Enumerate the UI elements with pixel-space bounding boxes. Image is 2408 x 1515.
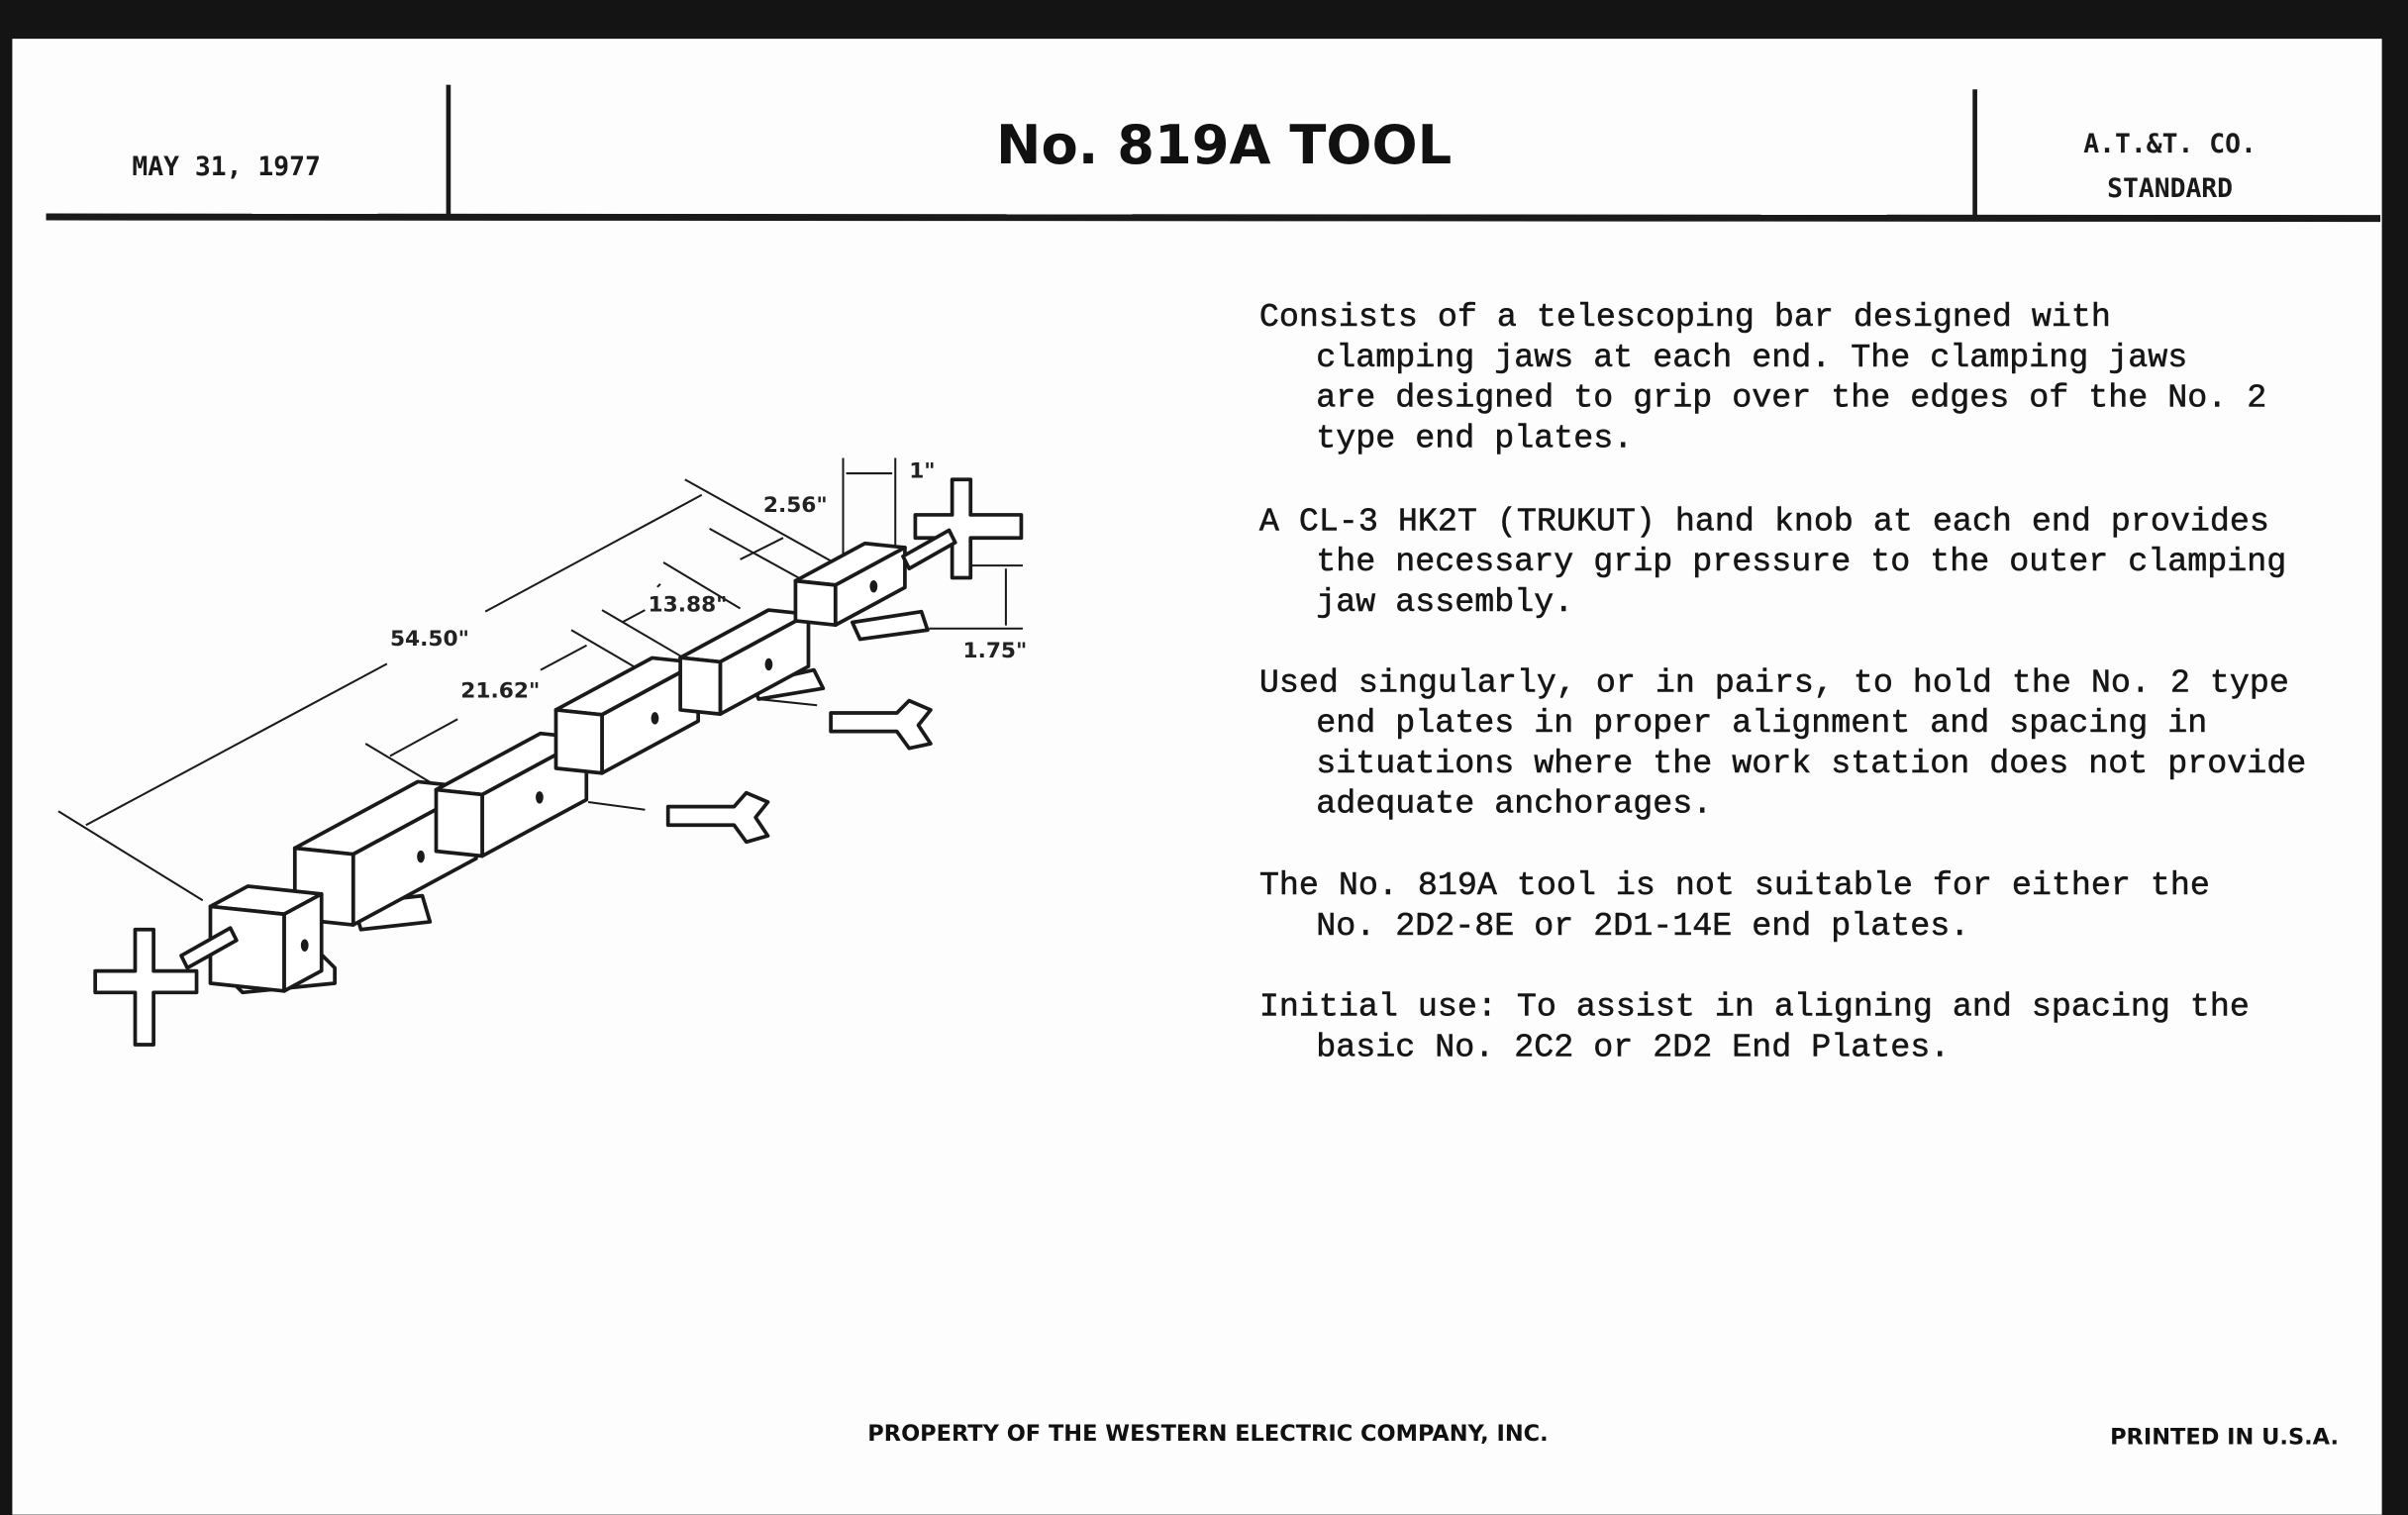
clamp-jaw-right-front: [793, 578, 838, 628]
printed-notice: PRINTED IN U.S.A.: [2110, 1424, 2339, 1450]
pin-hole: [651, 712, 659, 725]
paragraph-line: the necessary grip pressure to the outer…: [1316, 544, 2286, 581]
paragraph-line: adequate anchorages.: [1316, 786, 1712, 824]
bar-segment-front: [434, 787, 484, 858]
tool-illustration: 54.50" 21.62" 13.88" 2.56" 1" 1.75": [57, 457, 1027, 1047]
paragraph-line: jaw assembly.: [1316, 584, 1573, 622]
dimension-jaw-width: 1": [909, 459, 935, 484]
header-block: MAY 31, 1977 No. 819A TOOL A.T.&T. CO. S…: [46, 84, 2381, 223]
paragraph-line: No. 2D2-8E or 2D1-14E end plates.: [1316, 908, 1969, 946]
paper-sheet: [12, 39, 2382, 1515]
bar-segment-notched-front: [553, 708, 604, 775]
pin-hole: [300, 939, 309, 952]
dimension-lines: [57, 457, 1023, 902]
base-plate-right: [850, 609, 930, 642]
paragraph-line: The No. 819A tool is not suitable for ei…: [1259, 867, 2210, 905]
company-label: A.T.&T. CO.: [2083, 130, 2257, 159]
paragraph-line: basic No. 2C2 or 2D2 End Plates.: [1316, 1029, 1950, 1066]
description-text: Consists of a telescoping bar designed w…: [1259, 299, 2307, 1067]
paragraph-line: Consists of a telescoping bar designed w…: [1259, 299, 2111, 337]
hand-knob-left: [93, 927, 199, 1047]
date-label: MAY 31, 1977: [132, 152, 320, 182]
bar-segment-front: [678, 656, 723, 717]
pin-hole: [764, 657, 773, 671]
pin-hole: [869, 579, 878, 593]
threaded-screw-left: [179, 926, 239, 970]
property-notice: PROPERTY OF THE WESTERN ELECTRIC COMPANY…: [867, 1421, 1548, 1447]
dimension-overall: 54.50": [390, 627, 469, 652]
pin-hole: [417, 850, 425, 863]
pin-hole: [536, 791, 544, 804]
page-title: No. 819A TOOL: [996, 114, 1452, 176]
dimension-jaw-height: 1.75": [962, 639, 1027, 663]
header-rule: [46, 213, 2381, 223]
paragraph-line: situations where the work station does n…: [1316, 746, 2306, 783]
loose-pin: [665, 790, 770, 845]
paragraph-line: Used singularly, or in pairs, to hold th…: [1259, 664, 2289, 702]
paragraph-line: type end plates.: [1316, 421, 1633, 458]
hand-knob-right: [913, 477, 1024, 580]
paragraph-line: end plates in proper alignment and spaci…: [1316, 705, 2207, 743]
standard-label: STANDARD: [2107, 174, 2233, 204]
dimension-jaw: 2.56": [763, 493, 828, 518]
dimension-inner: 13.88": [649, 593, 728, 618]
loose-pin: [829, 698, 933, 751]
paragraph-line: clamping jaws at each end. The clamping …: [1316, 340, 2187, 377]
threaded-screw-right: [901, 528, 957, 571]
paragraph-line: are designed to grip over the edges of t…: [1316, 380, 2266, 418]
paragraph-line: Initial use: To assist in aligning and s…: [1259, 989, 2250, 1027]
dimension-mid: 21.62": [460, 679, 540, 704]
paragraph-line: A CL-3 HK2T (TRUKUT) hand knob at each e…: [1259, 503, 2269, 541]
